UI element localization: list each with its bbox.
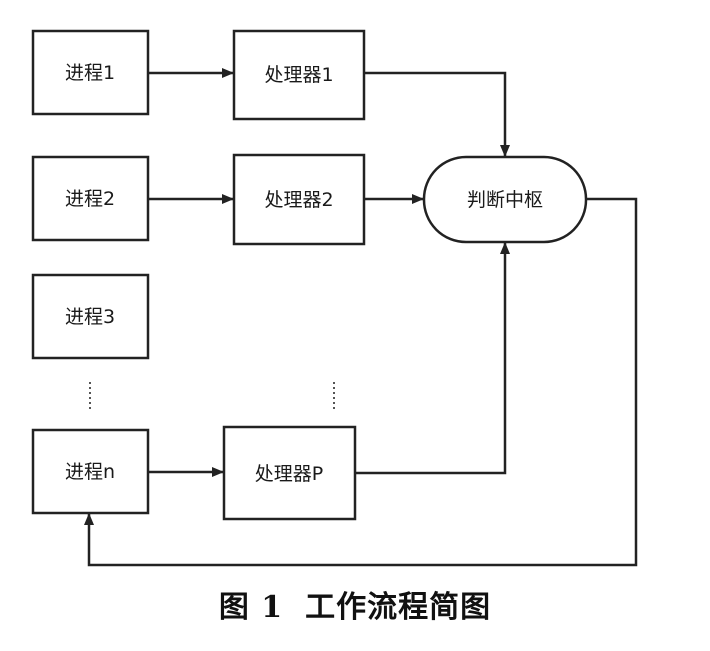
arrow-processor1-to-hub bbox=[364, 71, 510, 157]
processor-2-label: 处理器2 bbox=[264, 189, 333, 211]
figure-title: 工作流程简图 bbox=[305, 590, 492, 625]
process-n-node: 进程n bbox=[31, 428, 150, 515]
processor-p-label: 处理器P bbox=[255, 463, 323, 485]
process-3-node: 进程3 bbox=[31, 273, 150, 360]
process-3-label: 进程3 bbox=[65, 306, 115, 328]
processor-p-node: 处理器P bbox=[222, 425, 357, 521]
processor-1-node: 处理器1 bbox=[232, 29, 366, 121]
processor-2-node: 处理器2 bbox=[232, 153, 366, 246]
process-1-node: 进程1 bbox=[31, 29, 150, 116]
arrow-processorp-to-hub bbox=[355, 242, 510, 475]
decision-hub-label: 判断中枢 bbox=[467, 189, 543, 211]
arrow-hub-feedback-to-processn bbox=[84, 197, 638, 567]
process-n-label: 进程n bbox=[65, 461, 115, 483]
figure-number: 图 1 bbox=[218, 590, 284, 625]
process-1-label: 进程1 bbox=[65, 62, 115, 84]
process-2-label: 进程2 bbox=[65, 188, 115, 210]
figure-caption: 图 1 工作流程简图 bbox=[0, 582, 710, 626]
decision-hub-node: 判断中枢 bbox=[422, 155, 588, 244]
process-2-node: 进程2 bbox=[31, 155, 150, 242]
processor-1-label: 处理器1 bbox=[264, 64, 333, 86]
